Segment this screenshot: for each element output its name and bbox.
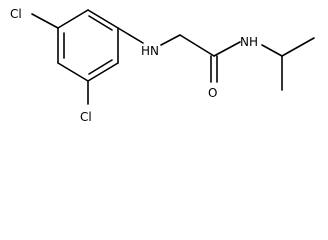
ring-bond-1	[87, 9, 119, 29]
ring-bond-4	[57, 62, 89, 82]
bond-nh-ch	[261, 44, 283, 57]
atom-cl-bottom: Cl	[80, 110, 92, 124]
atom-o-carbonyl: O	[208, 86, 217, 100]
bond-nh-ch2	[160, 34, 181, 46]
ring-double-bond-2	[88, 59, 113, 75]
bond-ring-nh	[117, 27, 144, 44]
ring-bond-3	[87, 62, 119, 82]
bond-ch-methyl-up	[281, 37, 315, 57]
benzene-ring	[57, 9, 119, 82]
molecule-diagram: Cl Cl H​N O N​H	[10, 7, 315, 124]
bond-ring-cl-top	[31, 13, 59, 29]
atom-nh-amine: H​N	[141, 44, 159, 58]
bond-carbonyl-nh	[213, 41, 241, 57]
bond-ch2-carbonyl	[179, 34, 215, 57]
ring-bond-6	[57, 9, 89, 29]
ring-double-bond-1	[88, 15, 113, 31]
atom-cl-top: Cl	[10, 7, 22, 21]
atom-nh-amide: N​H	[240, 35, 258, 49]
